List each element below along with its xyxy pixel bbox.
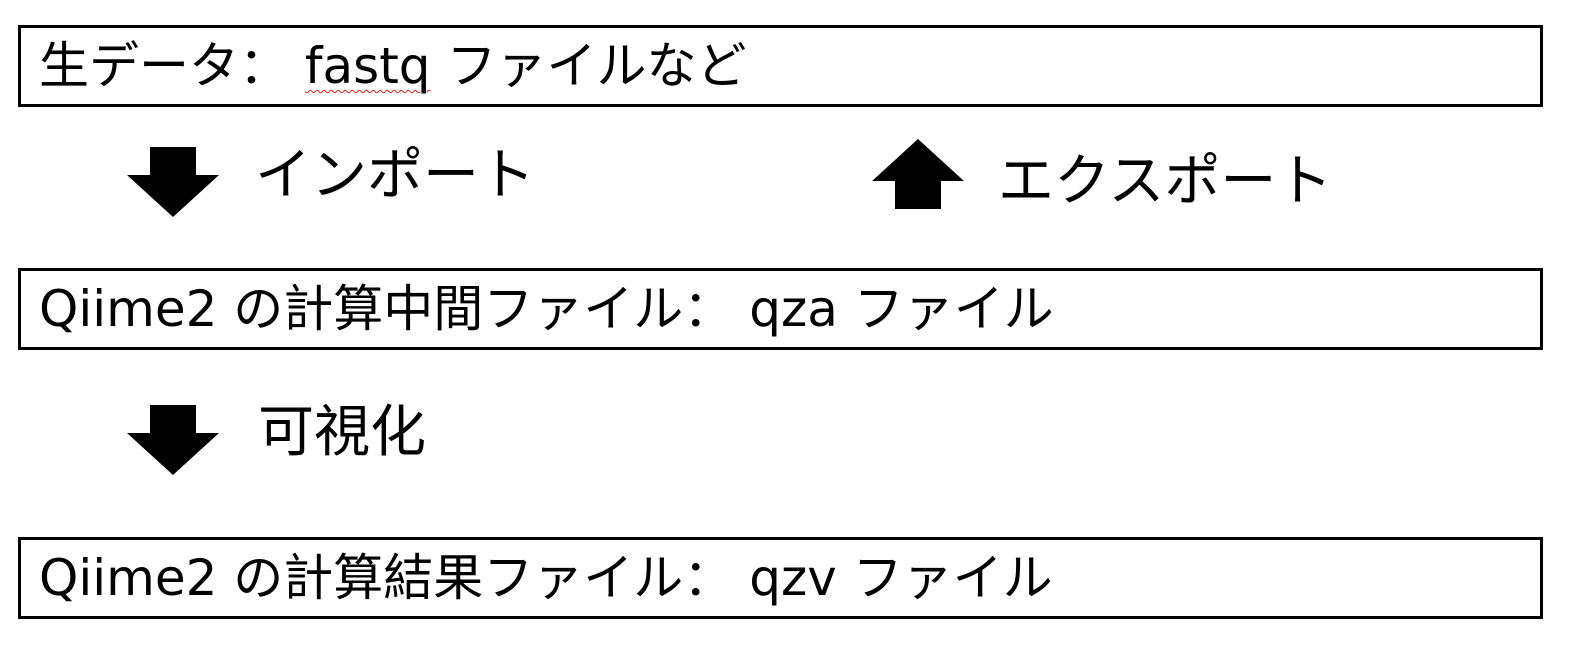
visualize-label: 可視化 [258, 400, 426, 465]
raw-data-format: fastq [304, 37, 431, 95]
raw-data-suffix: ファイルなど [430, 37, 747, 95]
arrow-up-icon [872, 139, 964, 209]
qza-file-text: Qiime2 の計算中間ファイル： qza ファイル [39, 280, 1054, 338]
raw-data-prefix: 生データ： [39, 37, 305, 95]
raw-data-box: 生データ： fastq ファイルなど [18, 25, 1543, 107]
qzv-file-box: Qiime2 の計算結果ファイル： qzv ファイル [18, 537, 1543, 619]
raw-data-text: 生データ： fastq ファイルなど [39, 41, 746, 91]
qza-file-box: Qiime2 の計算中間ファイル： qza ファイル [18, 268, 1543, 350]
arrow-down-icon [127, 147, 219, 217]
qzv-file-text: Qiime2 の計算結果ファイル： qzv ファイル [39, 549, 1053, 607]
export-label: エクスポート [998, 149, 1333, 214]
import-label: インポート [255, 143, 535, 208]
arrow-down-icon [127, 405, 219, 475]
